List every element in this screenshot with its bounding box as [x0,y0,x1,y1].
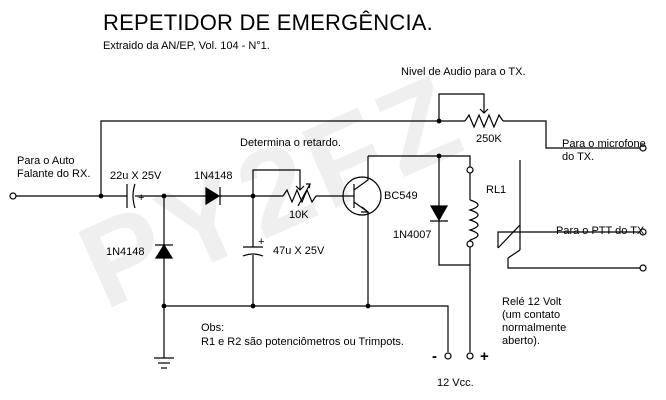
junctions [98,118,442,309]
label-relay: RL1 [486,184,507,196]
capacitor-47u [242,196,264,306]
label-minus: - [432,348,437,365]
label-c2-plus: + [258,236,265,248]
label-relay-note-2: (um contato [502,309,561,321]
transistor-bc549 [342,156,382,223]
arrow-delay [295,185,305,191]
label-obs-2: R1 e R2 são potenciômetros ou Trimpots. [201,336,404,348]
label-mic-1: Para o microfone [562,138,646,150]
label-c2: 47u X 25V [273,245,325,257]
label-plus: + [480,348,489,365]
label-c1: 22u X 25V [110,170,162,182]
label-mic-2: do TX. [562,151,595,163]
wire-collector [368,155,471,167]
potentiometer-r2 [464,113,504,129]
page-title: REPETIDOR DE EMERGÊNCIA. [103,10,433,35]
label-relay-note-1: Relé 12 Volt [502,296,562,308]
diode-1n4148-series [205,186,221,206]
wire-top-rail [100,120,465,196]
label-d1: 1N4148 [194,170,233,182]
label-vcc: 12 Vcc. [437,377,474,389]
label-speaker-in-2: Falante do RX. [17,168,91,180]
label-c1-plus: + [138,192,145,204]
capacitor-22u [126,183,136,209]
label-r1: 10K [289,209,309,221]
label-r2: 250K [476,133,502,145]
relay-top-node [466,166,474,174]
wire-r2-wiper [438,93,485,121]
mic-terminal [639,144,647,152]
relay-contact [497,160,640,269]
label-audio-level: Nivel de Audio para o TX. [401,66,526,78]
diode-1n4148-shunt [154,196,174,306]
ptt-terminal-2 [639,264,647,272]
page-subtitle: Extraido da AN/EP, Vol. 104 - N°1. [103,40,270,52]
wire-delay [252,169,301,196]
label-ptt: Para o PTT do TX. [556,225,648,237]
vcc-minus-terminal [444,352,452,360]
label-d2: 1N4148 [106,246,145,258]
arrow-r2 [479,108,489,114]
ptt-terminal-1 [639,228,647,236]
relay-coil [466,173,479,248]
wire-ground-rail [164,305,449,352]
label-obs-1: Obs: [201,322,225,334]
label-delay: Determina o retardo. [240,137,341,149]
vcc-plus-terminal [466,352,474,360]
ground-symbol [154,357,174,369]
potentiometer-r1 [282,183,317,207]
diode-1n4007 [429,156,470,266]
label-speaker-in-1: Para o Auto [17,155,75,167]
label-d3: 1N4007 [393,229,432,241]
label-relay-note-4: aberto). [502,335,540,347]
wire-r2-mic [503,120,640,149]
label-transistor: BC549 [384,190,418,202]
input-terminal [9,192,17,200]
label-relay-note-3: normalmente [502,322,567,334]
